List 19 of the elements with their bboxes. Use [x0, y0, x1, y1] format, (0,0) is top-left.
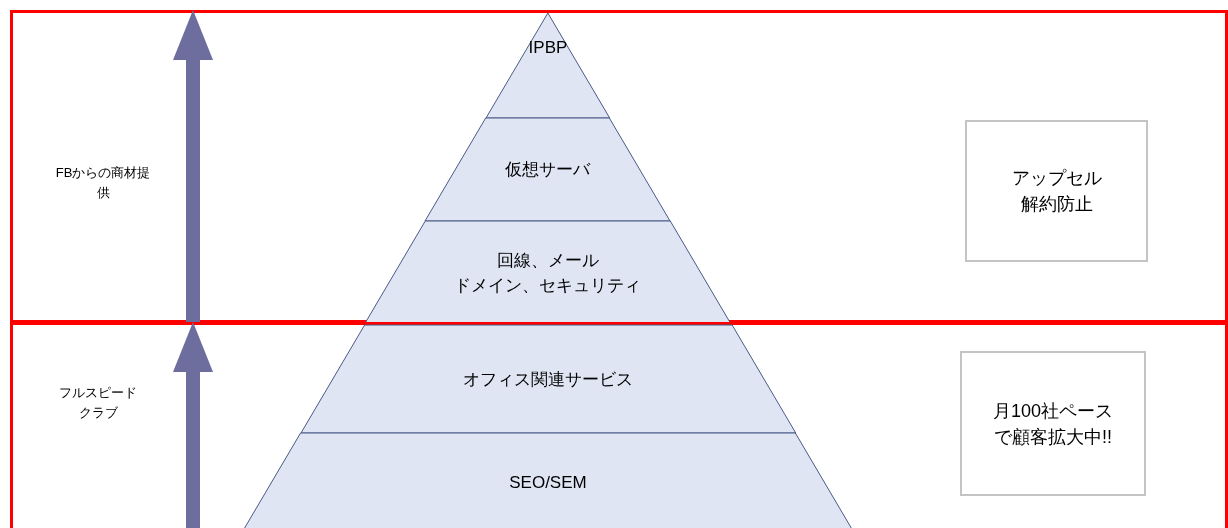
layer-label: IPBP — [528, 37, 568, 59]
layer-label: 仮想サーバ — [505, 159, 591, 181]
pyramid-layer — [486, 13, 610, 118]
pyramid-layer — [364, 221, 732, 325]
layer-label: SEO/SEM — [509, 471, 587, 494]
note-box — [960, 351, 1146, 496]
note-text: 解約防止 — [1019, 193, 1094, 216]
layer-label: オフィス関連サービス — [463, 368, 633, 391]
note-box — [965, 120, 1148, 262]
layer-label: ドメイン、セキュリティ — [454, 275, 642, 297]
layer-label: 回線、メール — [497, 250, 599, 272]
note-text: 月100社ペースで顧客拡大中!! — [991, 399, 1114, 449]
band-frame — [10, 10, 1228, 323]
side-label: フルスピードクラブ — [58, 384, 138, 422]
pyramid-layer — [425, 118, 671, 221]
band-frame — [10, 322, 1228, 528]
pyramid-layer — [300, 325, 796, 433]
note-text: アップセル — [1010, 167, 1103, 190]
side-label: FBからの商材提供 — [54, 164, 152, 202]
